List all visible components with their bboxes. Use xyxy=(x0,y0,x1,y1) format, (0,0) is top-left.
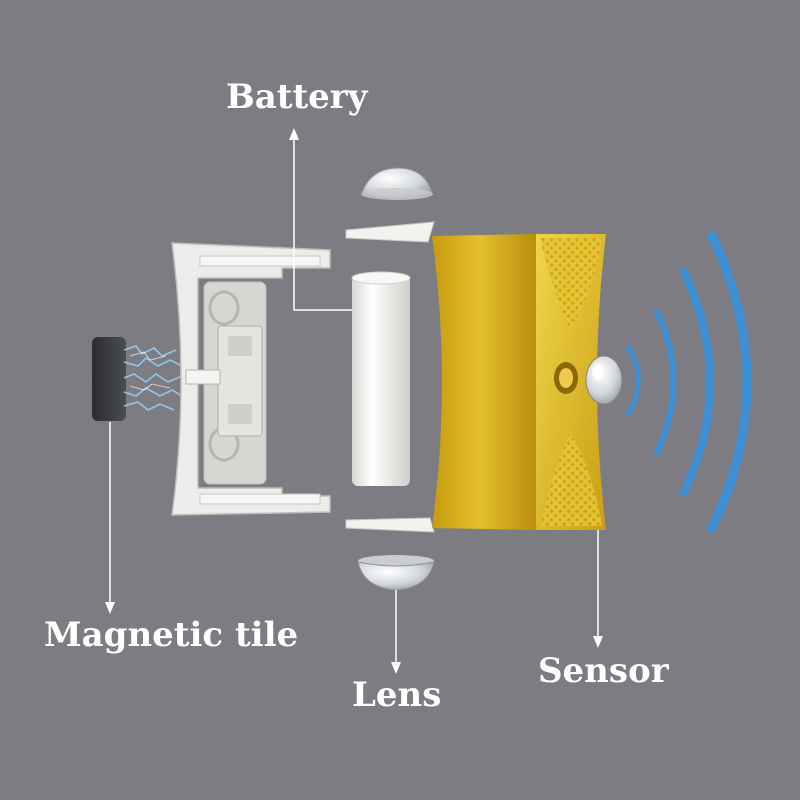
magnetic-tile-part xyxy=(92,337,183,421)
signal-wave-2 xyxy=(654,309,677,455)
magnetic-field-sparks xyxy=(123,345,183,411)
sensor-label: Sensor xyxy=(538,651,669,691)
battery-label: Battery xyxy=(226,77,368,117)
lens-label: Lens xyxy=(352,675,442,715)
housing-bracket xyxy=(171,242,331,516)
bottom-cover-plate xyxy=(345,517,435,533)
magnetic-tile-label: Magnetic tile xyxy=(44,615,299,655)
bottom-lens xyxy=(357,555,435,591)
battery-leader xyxy=(293,138,352,311)
sensor-body xyxy=(432,234,606,530)
signal-wave-3 xyxy=(680,268,714,496)
battery-cell xyxy=(351,271,411,486)
signal-wave-4 xyxy=(707,231,752,533)
magnetic-tile-block xyxy=(92,337,126,421)
signal-wave-1 xyxy=(625,344,641,417)
top-cover-plate xyxy=(345,221,435,243)
sensor-dome-lens xyxy=(585,355,623,405)
top-lens xyxy=(361,167,433,200)
signal-waves xyxy=(625,231,752,533)
leader-lines xyxy=(105,128,603,674)
